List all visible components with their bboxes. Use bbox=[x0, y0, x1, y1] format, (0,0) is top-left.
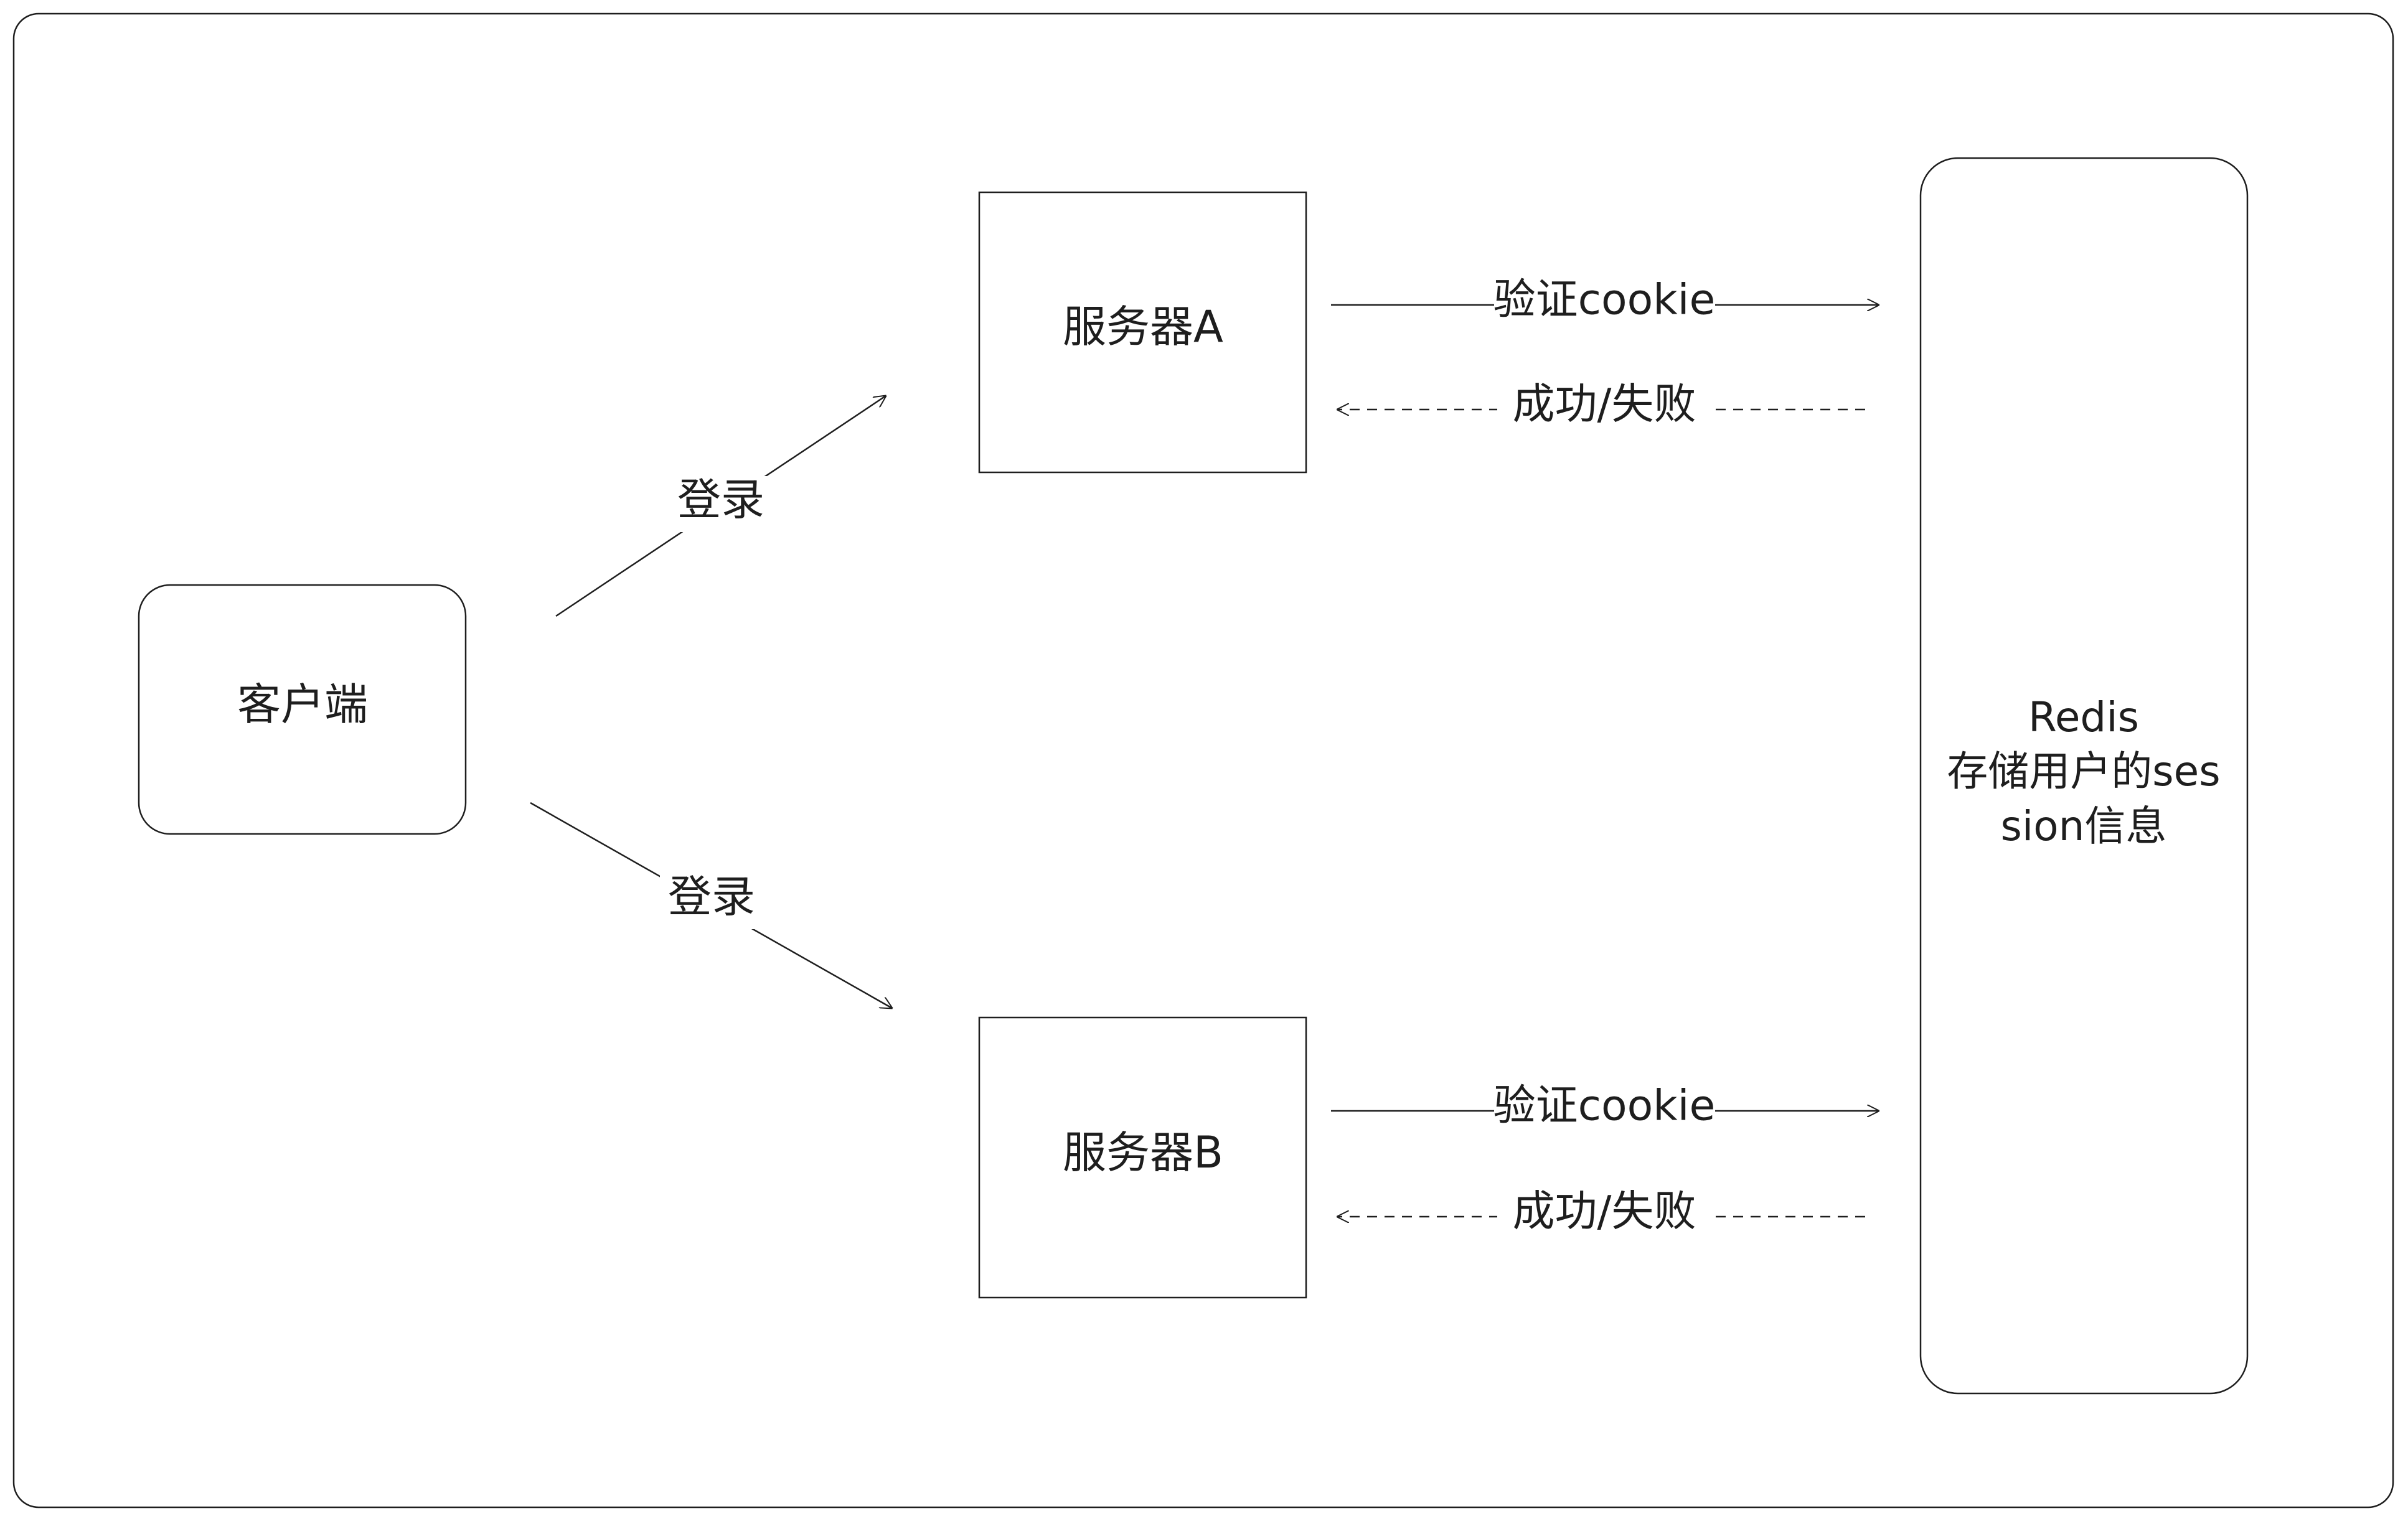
result-label-b: 成功/失败 bbox=[1513, 1187, 1696, 1237]
redis-label-line3: sion信息 bbox=[2001, 802, 2167, 850]
result-label-a-bg bbox=[1497, 380, 1712, 436]
login-label-b-bg bbox=[660, 873, 763, 929]
verify-label-b: 验证cookie bbox=[1493, 1082, 1716, 1131]
redis-label-line1: Redis bbox=[2028, 693, 2139, 741]
redis-node bbox=[1919, 157, 2249, 1395]
server-b-label: 服务器B bbox=[1063, 1127, 1223, 1178]
result-label-b-bg bbox=[1497, 1187, 1712, 1243]
login-label-b: 登录 bbox=[668, 871, 755, 922]
result-label-a: 成功/失败 bbox=[1513, 380, 1696, 429]
server-b-node bbox=[978, 1016, 1307, 1299]
login-label-a: 登录 bbox=[677, 474, 764, 525]
server-a-node bbox=[978, 191, 1307, 474]
outer-frame bbox=[12, 12, 2394, 1509]
verify-label-b-bg bbox=[1494, 1082, 1715, 1138]
verify-label-a-bg bbox=[1494, 276, 1715, 332]
client-label: 客户端 bbox=[237, 679, 368, 730]
verify-label-a: 验证cookie bbox=[1493, 276, 1716, 325]
redis-label-line2: 存储用户的ses bbox=[1947, 747, 2220, 795]
login-label-a-bg bbox=[669, 476, 772, 532]
client-node bbox=[138, 584, 467, 835]
server-a-label: 服务器A bbox=[1063, 301, 1223, 352]
